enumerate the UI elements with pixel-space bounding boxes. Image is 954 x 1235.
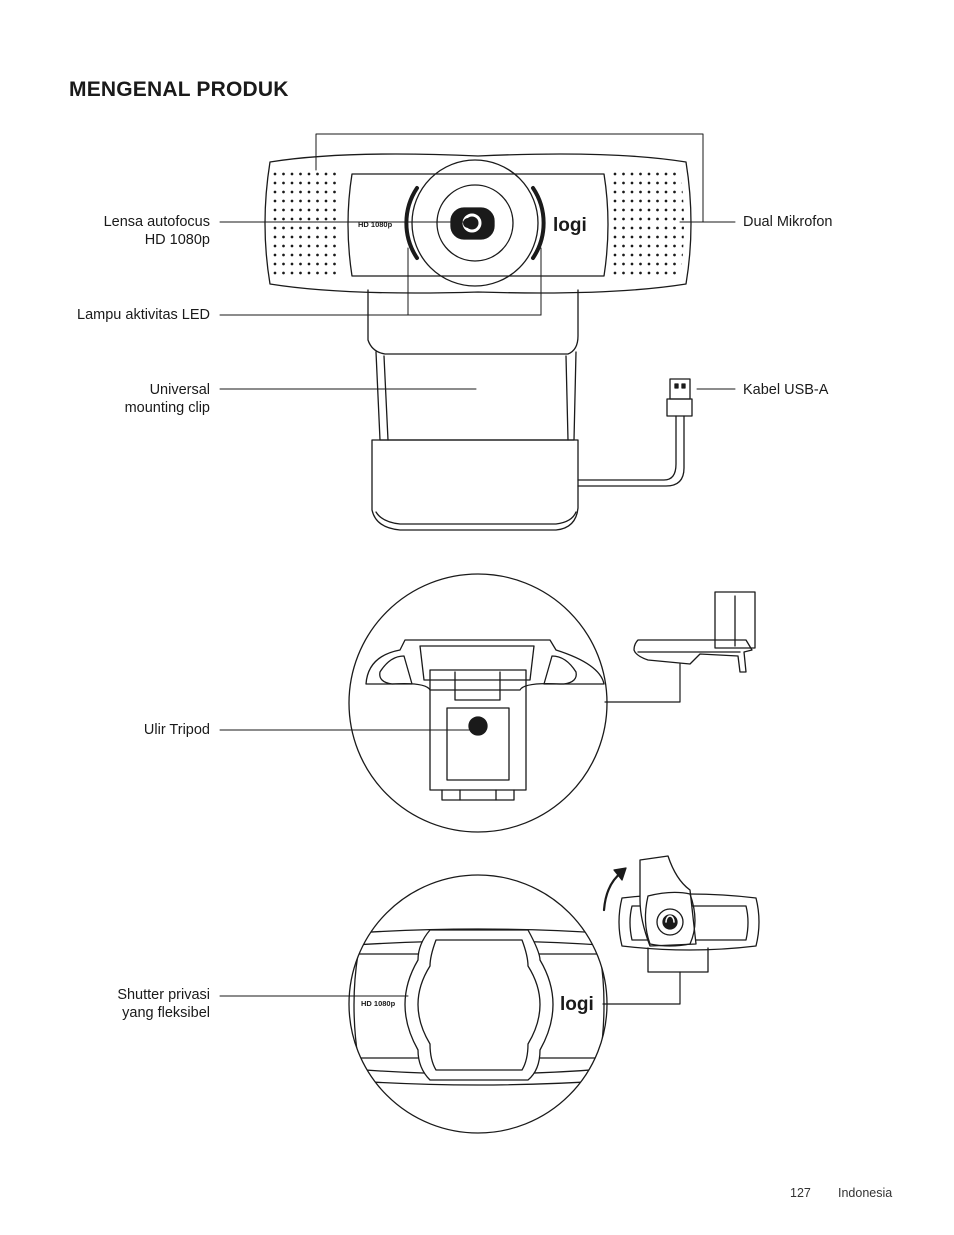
- label-mounting-clip: Universal mounting clip: [124, 382, 210, 416]
- webcam-with-shutter: [602, 855, 760, 1005]
- page-language: Indonesia: [838, 1186, 893, 1200]
- label-shutter: Shutter privasi yang fleksibel: [117, 987, 210, 1021]
- shutter-detail: HD 1080p logi: [219, 874, 608, 1134]
- label-led: Lampu aktivitas LED: [77, 307, 210, 323]
- label-tripod: Ulir Tripod: [143, 722, 210, 738]
- label-usb: Kabel USB-A: [743, 382, 829, 398]
- webcam-front: HD 1080p logi: [264, 153, 692, 294]
- label-lens: Lensa autofocus HD 1080p: [103, 214, 210, 248]
- device-logo-2: logi: [560, 994, 594, 1015]
- usb-cable: [577, 378, 693, 487]
- mounting-clip: [367, 289, 579, 531]
- page-title: MENGENAL PRODUK: [69, 78, 289, 101]
- device-resolution-marking: HD 1080p: [358, 220, 393, 229]
- device-logo: logi: [553, 215, 587, 236]
- page-number: 127: [790, 1186, 811, 1200]
- webcam-side-view: [604, 591, 756, 703]
- callout-lines-top: [219, 133, 736, 390]
- label-dual-mic: Dual Mikrofon: [743, 214, 833, 230]
- tripod-detail: [219, 573, 608, 833]
- device-resolution-marking-2: HD 1080p: [361, 999, 396, 1008]
